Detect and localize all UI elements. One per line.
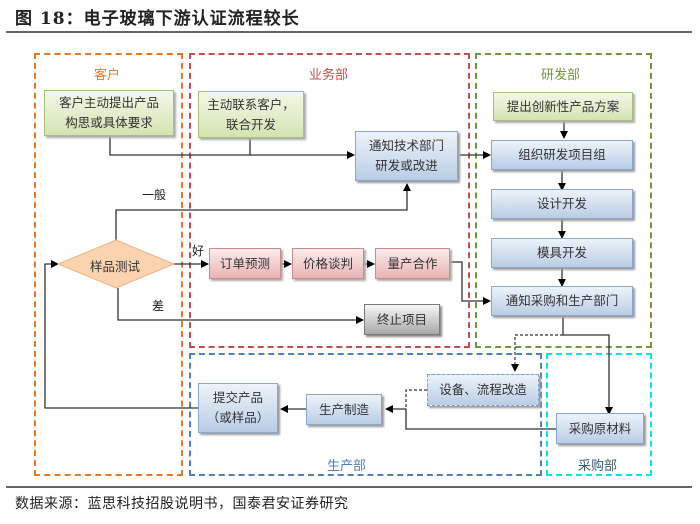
edge-label-good: 好 bbox=[192, 244, 205, 258]
title-rule bbox=[6, 31, 692, 33]
figure-source: 数据来源：蓝思科技招股说明书，国泰君安证券研究 bbox=[15, 496, 349, 512]
zone-procurement bbox=[546, 353, 652, 476]
node-sample-test: 样品测试 bbox=[90, 259, 141, 274]
edge-general bbox=[115, 183, 411, 240]
edge-notify-to-equipment-dashed bbox=[511, 334, 563, 372]
edge-label-poor: 差 bbox=[152, 299, 165, 313]
node-mold-dev: 模具开发 bbox=[491, 238, 633, 268]
node-innovative-plan: 提出创新性产品方案 bbox=[493, 92, 633, 121]
zone-label-procurement: 采购部 bbox=[578, 459, 618, 474]
edge-label-general: 一般 bbox=[142, 188, 167, 202]
node-organize-team: 组织研发项目组 bbox=[491, 140, 633, 170]
node-price-negotiation: 价格谈判 bbox=[292, 248, 364, 279]
sample-test-diamond bbox=[56, 239, 176, 289]
edge-submit-to-test bbox=[44, 260, 198, 409]
edge-mass-to-notify bbox=[450, 261, 491, 305]
source-rule bbox=[6, 486, 692, 488]
edge-purchase-to-manufacturing bbox=[385, 405, 556, 430]
zone-label-customer: 客户 bbox=[94, 68, 121, 83]
node-design-dev: 设计开发 bbox=[491, 189, 633, 219]
node-terminate: 终止项目 bbox=[364, 304, 440, 335]
zone-business bbox=[189, 53, 470, 348]
edge-poor bbox=[117, 288, 364, 324]
figure-title: 图 18：电子玻璃下游认证流程较长 bbox=[15, 9, 300, 29]
node-notify-purchase-prod: 通知采购和生产部门 bbox=[491, 286, 633, 316]
node-purchase-materials: 采购原材料 bbox=[556, 413, 644, 444]
node-order-forecast: 订单预测 bbox=[209, 248, 281, 279]
node-customer-request: 客户主动提出产品 构思或具体要求 bbox=[44, 90, 174, 136]
zone-rd bbox=[475, 53, 652, 348]
edge-customer-to-notify-tech bbox=[109, 135, 355, 159]
zone-label-rd: 研发部 bbox=[541, 68, 581, 83]
edge-equipment-to-line-dashed bbox=[405, 389, 427, 409]
node-equipment-process: 设备、流程改造 bbox=[427, 374, 539, 406]
edge-notify-to-purchase bbox=[562, 316, 613, 415]
node-notify-tech: 通知技术部门 研发或改进 bbox=[355, 131, 458, 181]
zone-production bbox=[189, 353, 542, 476]
zone-label-business: 业务部 bbox=[309, 68, 349, 83]
node-submit-product: 提交产品 （或样品） bbox=[198, 383, 278, 433]
node-contact-customer: 主动联系客户， 联合开发 bbox=[198, 91, 304, 138]
node-mass-production: 量产合作 bbox=[375, 248, 450, 279]
zone-label-production: 生产部 bbox=[327, 459, 367, 474]
node-manufacturing: 生产制造 bbox=[306, 394, 382, 425]
